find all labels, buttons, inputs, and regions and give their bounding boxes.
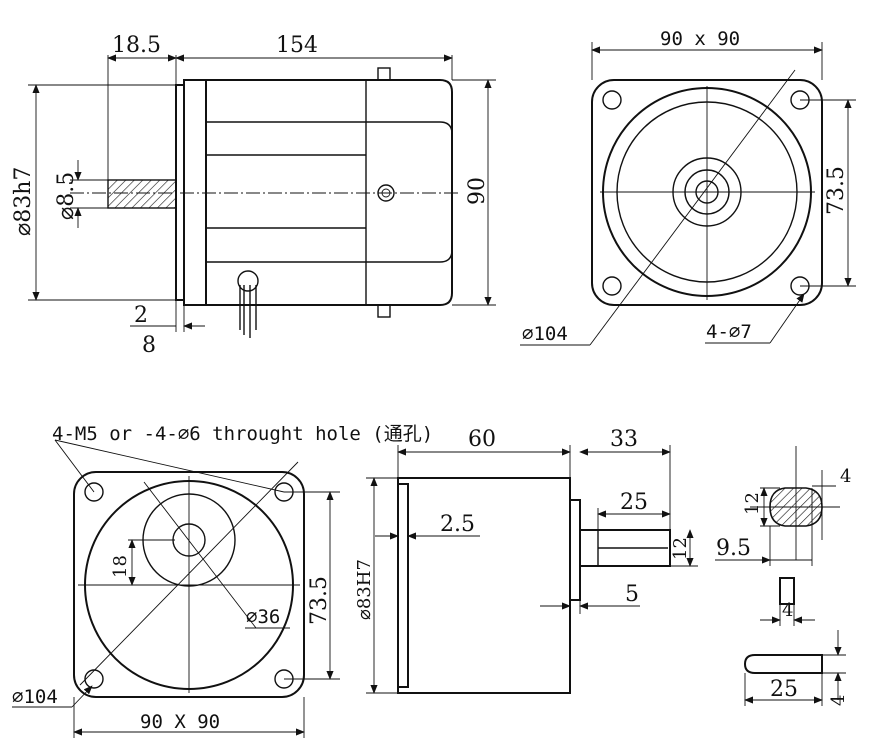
dim-step: 5 <box>625 582 639 607</box>
note-holes: 4-M5 or -4-⌀6 throught hole (通孔) <box>52 423 433 445</box>
dim-gear-shaft-length: 33 <box>610 427 638 452</box>
gear-body <box>397 477 571 694</box>
dim-gear-overall-size: 90 X 90 <box>140 711 220 733</box>
dim-shaft-diameter: ⌀8.5 <box>54 172 79 220</box>
dim-bolt-spacing: 73.5 <box>824 166 849 215</box>
side-body <box>206 79 453 306</box>
front-square <box>591 79 823 306</box>
key-small <box>779 577 795 605</box>
dim-pilot-offset: 8 <box>142 333 156 358</box>
dim-holes: 4-⌀7 <box>706 321 752 343</box>
gear-side-view: 60 33 25 2.5 ⌀83H7 12 5 <box>354 427 698 694</box>
key-long <box>743 654 823 674</box>
dim-flange-thickness: 2 <box>134 303 148 328</box>
dim-shaft-flat: 9.5 <box>716 536 751 561</box>
shaft-section <box>769 487 823 527</box>
side-view: 18.5 154 ⌀83h7 ⌀8.5 90 2 8 <box>11 33 496 358</box>
side-endplate <box>183 79 207 306</box>
dim-key-width: 4 <box>782 600 793 621</box>
dim-key-len: 25 <box>770 677 798 702</box>
dim-key-depth: 4 <box>840 466 851 487</box>
gear-front-view: 4-M5 or -4-⌀6 throught hole (通孔) 18 ⌀36 … <box>12 423 433 738</box>
dim-overall-size: 90 x 90 <box>660 28 740 50</box>
dim-shaft-length: 18.5 <box>112 33 161 58</box>
detail-views: 12 4 9.5 4 25 4 <box>715 446 851 706</box>
dim-gear-bolt-spacing: 73.5 <box>307 576 332 625</box>
dim-section-height: 12 <box>742 492 763 515</box>
dim-key-thickness: 4 <box>828 695 849 706</box>
front-view: 90 x 90 73.5 ⌀104 4-⌀7 <box>520 28 856 346</box>
dim-flange-diameter: ⌀83h7 <box>11 167 36 236</box>
dim-body-length: 154 <box>276 33 318 58</box>
dim-offset: 18 <box>110 555 131 578</box>
dim-boss-diameter: ⌀36 <box>246 606 280 628</box>
gear-shaft <box>579 529 671 567</box>
dim-circle-diameter: ⌀104 <box>522 323 568 345</box>
dim-height: 90 <box>465 177 490 205</box>
dim-key-length: 25 <box>620 490 648 515</box>
side-flange <box>175 84 185 301</box>
dim-gear-body-length: 60 <box>468 427 496 452</box>
dim-pilot-diameter: ⌀83H7 <box>354 559 375 620</box>
gear-collar <box>569 499 581 601</box>
gear-square <box>73 471 305 698</box>
side-shaft <box>107 179 177 209</box>
dim-gear-shaft-diameter: 12 <box>670 537 691 560</box>
dim-gear-circle-diameter: ⌀104 <box>12 686 58 708</box>
dim-flange-step: 2.5 <box>440 512 475 537</box>
